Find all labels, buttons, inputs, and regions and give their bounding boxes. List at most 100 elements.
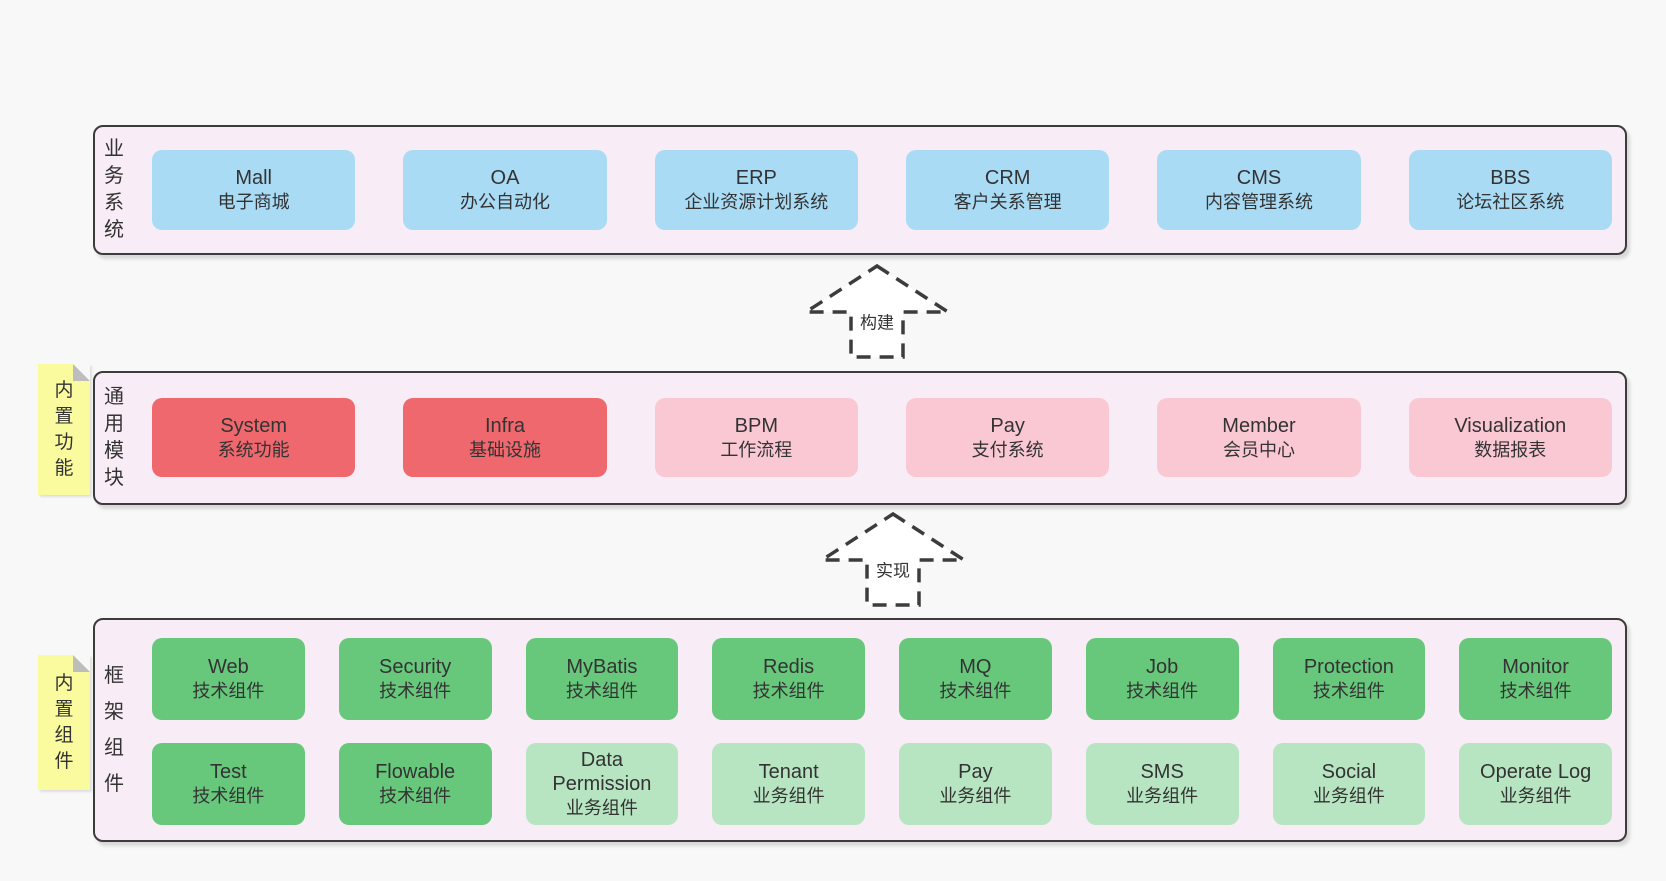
module-box-protection: Protection 技术组件 [1272,638,1426,720]
module-name: Redis [763,656,815,678]
module-box-monitor: Monitor 技术组件 [1459,638,1612,720]
module-desc: 企业资源计划系统 [684,192,829,212]
module-box-oa: OA 办公自动化 [403,150,607,230]
module-box-bbs: BBS 论坛社区系统 [1408,150,1612,230]
arrow-implement-label: 实现 [876,561,910,580]
module-desc: 技术组件 [1312,681,1385,701]
arrow-build: 构建 [800,263,954,359]
module-desc: 会员中心 [1222,439,1295,460]
module-box-tenant: Tenant 业务组件 [712,743,865,825]
module-desc: 基础设施 [468,439,541,460]
module-desc: 支付系统 [971,439,1044,460]
arrow-up-icon [800,263,954,359]
module-name: Tenant [758,761,819,783]
module-box-mq: MQ 技术组件 [899,638,1052,720]
module-desc: 业务组件 [1126,786,1199,806]
arrow-implement: 实现 [816,511,970,607]
module-desc: 系统功能 [217,439,290,460]
module-desc: 业务组件 [752,786,825,806]
module-name: Data Permission [552,749,652,795]
layer-framework-components-label: 框 架 组 件 [104,665,124,795]
module-desc: 技术组件 [192,786,265,806]
module-desc: 技术组件 [752,681,825,701]
module-name: Social [1321,761,1377,783]
module-box-pay: Pay 业务组件 [899,743,1052,825]
module-name: MQ [959,656,992,678]
module-box-data-permission: Data Permission 业务组件 [525,743,679,825]
sticky-note-built-in-features-label: 内 置 功 能 [54,379,74,479]
module-name: Infra [484,414,525,437]
layer-business-systems-label: 业 务 系 统 [104,138,124,241]
module-name: Test [210,761,247,783]
module-desc: 论坛社区系统 [1456,192,1565,212]
module-desc: 业务组件 [939,786,1012,806]
sticky-note-built-in-components-label: 内 置 组 件 [54,672,74,772]
module-name: Job [1146,656,1179,678]
sticky-note-built-in-features: 内 置 功 能 [38,364,90,495]
module-name: CMS [1236,167,1282,189]
module-desc: 电子商城 [217,192,290,212]
module-desc: 技术组件 [1499,681,1572,701]
module-desc: 技术组件 [939,681,1012,701]
module-name: Member [1222,414,1296,437]
module-name: Security [379,656,452,678]
module-name: ERP [735,167,777,189]
module-desc: 业务组件 [1499,786,1572,806]
module-desc: 办公自动化 [459,192,550,212]
module-name: MyBatis [566,656,638,678]
module-name: CRM [984,167,1031,189]
module-name: BPM [734,414,778,437]
module-box-job: Job 技术组件 [1085,638,1239,720]
module-desc: 技术组件 [1126,681,1199,701]
module-desc: 业务组件 [565,798,638,818]
module-box-redis: Redis 技术组件 [712,638,865,720]
module-box-operate-log: Operate Log 业务组件 [1459,743,1612,825]
module-box-security: Security 技术组件 [338,638,492,720]
module-box-mall: Mall 电子商城 [152,150,356,230]
module-name: Operate Log [1480,761,1592,783]
module-desc: 技术组件 [192,681,265,701]
module-name: BBS [1490,167,1531,189]
module-box-flowable: Flowable 技术组件 [338,743,492,825]
layer-common-modules-label: 通 用 模 块 [104,386,124,489]
module-desc: 技术组件 [379,786,452,806]
arrow-up-icon [816,511,970,607]
module-name: Flowable [375,761,456,783]
module-name: Protection [1303,656,1394,678]
module-box-mybatis: MyBatis 技术组件 [525,638,679,720]
module-name: Monitor [1502,656,1569,678]
module-name: System [220,414,287,437]
module-name: Pay [958,761,993,783]
module-desc: 内容管理系统 [1204,192,1313,212]
module-box-sms: SMS 业务组件 [1085,743,1239,825]
module-desc: 数据报表 [1474,439,1547,460]
sticky-note-built-in-components: 内 置 组 件 [38,655,90,790]
module-name: Pay [990,414,1025,437]
module-name: SMS [1140,761,1184,783]
module-desc: 技术组件 [379,681,452,701]
module-box-cms: CMS 内容管理系统 [1157,150,1361,230]
module-box-erp: ERP 企业资源计划系统 [654,150,858,230]
module-name: OA [490,167,520,189]
module-box-test: Test 技术组件 [152,743,305,825]
module-desc: 技术组件 [565,681,638,701]
module-name: Mall [235,167,272,189]
arrow-build-label: 构建 [860,313,894,332]
